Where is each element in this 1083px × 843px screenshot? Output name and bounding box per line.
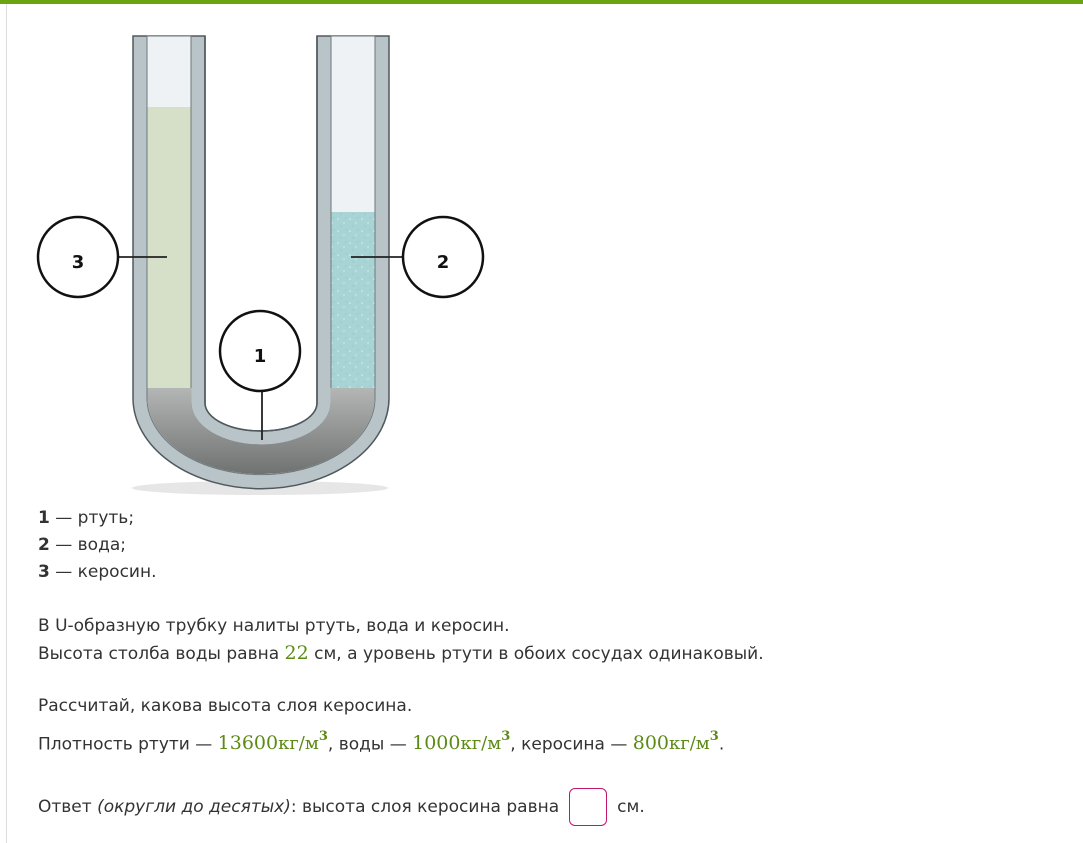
u-tube-diagram: 3 2 1 <box>36 35 485 495</box>
water-prefix: , воды — <box>327 734 413 755</box>
legend-item-kerosene: 3 — керосин. <box>38 559 156 586</box>
legend-item-water: 2 — вода; <box>38 532 156 559</box>
density-unit: кг/м <box>460 733 502 755</box>
left-border <box>6 4 7 843</box>
legend-text: — вода; <box>49 535 126 555</box>
mercury-density: 13600кг/м3 <box>217 729 328 755</box>
water-density-value: 1000 <box>412 732 461 755</box>
density-unit: кг/м <box>278 733 319 755</box>
unit-power: 3 <box>501 729 511 744</box>
inner-wall <box>204 36 318 432</box>
kerosene-prefix: , керосина — <box>510 734 633 755</box>
water-density: 1000кг/м3 <box>412 729 511 755</box>
mercury-density-value: 13600 <box>217 732 279 755</box>
label-2-text: 2 <box>437 252 450 273</box>
water-height-value: 22 <box>284 642 309 664</box>
top-accent-bar <box>0 0 1083 4</box>
legend-num: 3 <box>38 562 50 582</box>
kerosene-layer <box>147 107 191 388</box>
label-1-text: 1 <box>254 346 267 367</box>
task-line-1: Рассчитай, какова высота слоя керосина. <box>38 696 413 716</box>
legend-text: — керосин. <box>49 562 157 582</box>
density-unit: кг/м <box>669 733 710 755</box>
answer-text: : высота слоя керосина равна <box>290 796 560 817</box>
water-layer <box>331 212 375 388</box>
density-prefix: Плотность ртути — <box>38 734 218 755</box>
task-statement: Рассчитай, какова высота слоя керосина. … <box>38 693 724 758</box>
answer-prefix: Ответ <box>38 796 98 817</box>
problem-line-2: Высота столба воды равна 22 см, а уровен… <box>38 640 764 668</box>
mercury-layer <box>147 388 375 475</box>
label-3-text: 3 <box>72 252 85 273</box>
sentence-end: . <box>718 734 725 755</box>
legend: 1 — ртуть; 2 — вода; 3 — керосин. <box>38 505 156 586</box>
legend-num: 1 <box>38 508 50 528</box>
answer-note: (округли до десятых) <box>97 796 291 817</box>
density-line: Плотность ртути — 13600кг/м3, воды — 100… <box>38 725 724 758</box>
label-3-circle <box>36 215 120 299</box>
problem-line-1: В U-образную трубку налиты ртуть, вода и… <box>38 616 510 636</box>
unit-power: 3 <box>709 729 719 744</box>
problem-text: Высота столба воды равна <box>38 644 285 664</box>
problem-text: см, а уровень ртути в обоих сосудах один… <box>308 644 764 664</box>
answer-line: Ответ (округли до десятых): высота слоя … <box>38 788 645 826</box>
unit-power: 3 <box>318 729 328 744</box>
legend-text: — ртуть; <box>49 508 135 528</box>
answer-unit: см. <box>617 796 645 817</box>
kerosene-density-value: 800 <box>632 732 670 755</box>
label-1-circle <box>218 309 302 393</box>
answer-input[interactable] <box>569 788 608 826</box>
legend-item-mercury: 1 — ртуть; <box>38 505 156 532</box>
problem-statement: В U-образную трубку налиты ртуть, вода и… <box>38 613 764 668</box>
kerosene-density: 800кг/м3 <box>632 729 719 755</box>
label-2-circle <box>401 215 485 299</box>
legend-num: 2 <box>38 535 50 555</box>
